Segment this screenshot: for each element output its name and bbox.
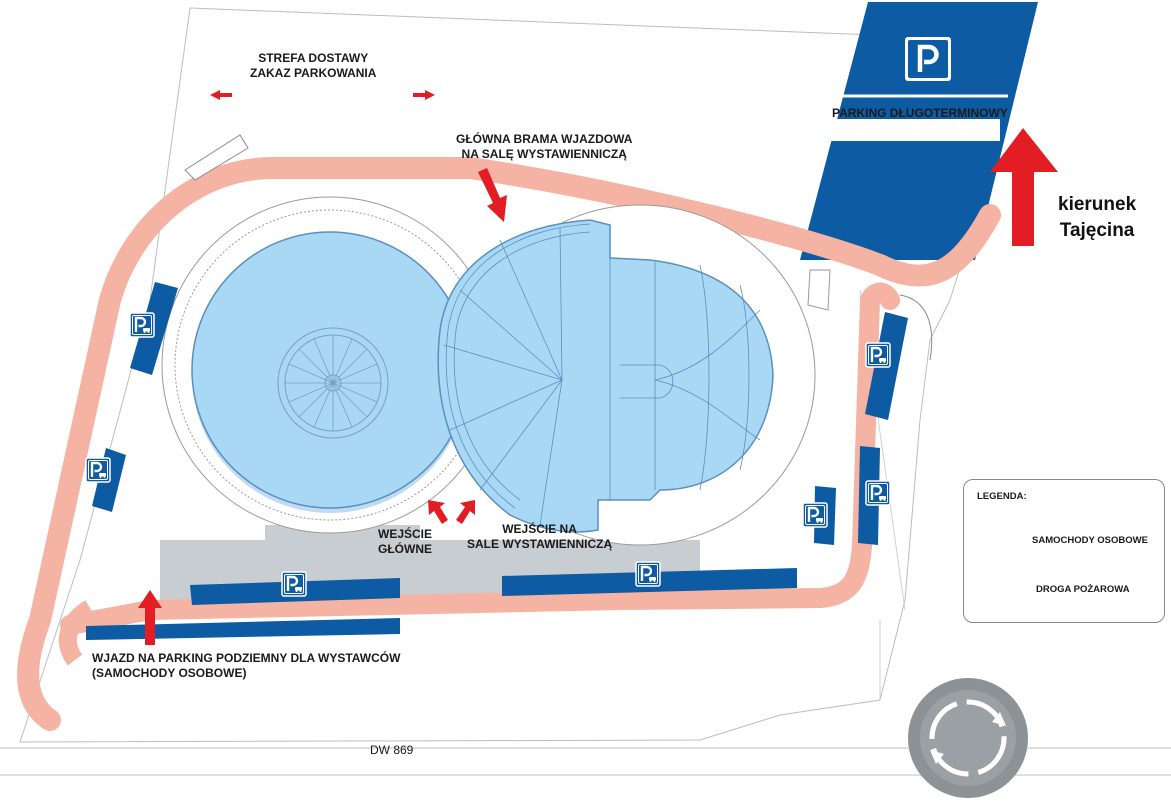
- underground-entry-label: WJAZD NA PARKING PODZIEMNY DLA WYSTAWCÓW…: [92, 651, 401, 680]
- legend-title: LEGENDA:: [977, 491, 1027, 502]
- legend-box: LEGENDA: SAMOCHODY OSOBOWE DROGA POŻAROW…: [963, 479, 1165, 623]
- legend-item-cars-label: SAMOCHODY OSOBOWE: [1032, 535, 1148, 546]
- red-arrows: [138, 90, 1058, 645]
- exhibition-hall-building: [437, 219, 774, 533]
- main-dome-building: [191, 231, 469, 513]
- main-entrance-label: WEJŚCIE GŁÓWNE: [378, 527, 433, 556]
- long-term-parking-sign-icon: [905, 37, 951, 81]
- hall-entrance-label: WEJŚCIE NA SALE WYSTAWIENNICZĄ: [467, 522, 613, 551]
- roundabout: [908, 678, 1028, 798]
- long-term-parking-label: PARKING DŁUGOTERMINOWY: [832, 106, 1008, 120]
- legend-item-fire-road-label: DROGA POŻAROWA: [1036, 584, 1130, 595]
- fire-road: [17, 157, 1001, 731]
- direction-label: kierunek Tajęcina: [1058, 194, 1137, 241]
- delivery-zone-label: STREFA DOSTAWY ZAKAZ PARKOWANIA: [250, 51, 377, 80]
- road-name-label: DW 869: [370, 743, 414, 757]
- main-gate-label: GŁÓWNA BRAMA WJAZDOWA NA SALĘ WYSTAWIENN…: [456, 132, 633, 161]
